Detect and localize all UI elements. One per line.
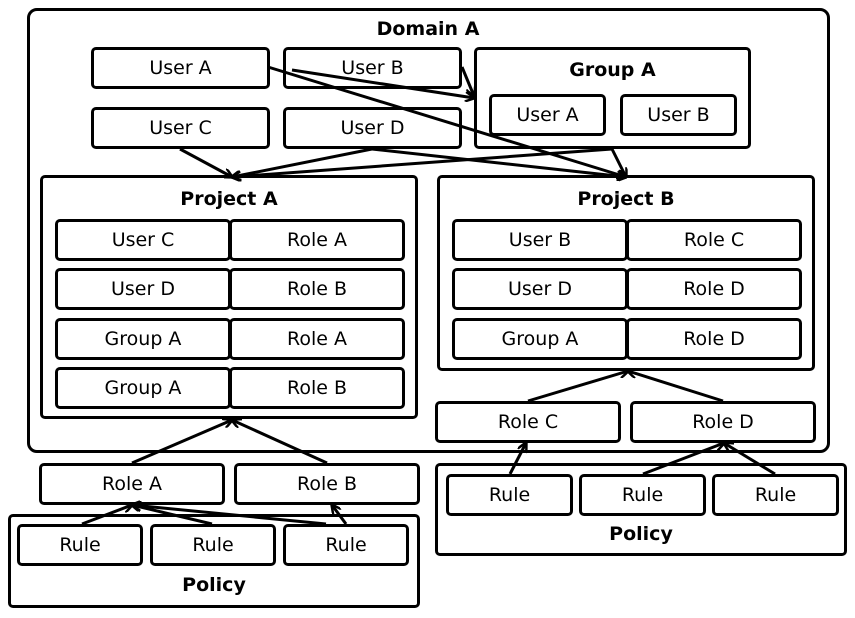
- project-b-title: Project B: [577, 188, 675, 210]
- project-a-subject: Group A: [55, 367, 231, 409]
- role-d-node: Role D: [630, 401, 816, 443]
- project-a-title: Project A: [180, 188, 278, 210]
- user-a-node: User A: [91, 47, 270, 89]
- project-a-subject: Group A: [55, 318, 231, 360]
- project-b-subject: Group A: [452, 318, 628, 360]
- project-a-subject: User D: [55, 268, 231, 310]
- role-b-node: Role B: [234, 463, 420, 505]
- policy-a-rule: Rule: [150, 524, 276, 566]
- project-a-role: Role A: [229, 219, 405, 261]
- project-b-role: Role D: [626, 268, 802, 310]
- group-a-member: User B: [620, 94, 737, 136]
- project-b-subject: User D: [452, 268, 628, 310]
- project-b-role: Role D: [626, 318, 802, 360]
- policy-b-rule: Rule: [446, 474, 573, 516]
- project-a-role: Role B: [229, 268, 405, 310]
- project-a-role: Role B: [229, 367, 405, 409]
- policy-b-rule: Rule: [579, 474, 706, 516]
- role-a-node: Role A: [39, 463, 225, 505]
- user-c-node: User C: [91, 107, 270, 149]
- policy-b-title: Policy: [609, 523, 673, 545]
- policy-a-rule: Rule: [283, 524, 409, 566]
- project-a-role: Role A: [229, 318, 405, 360]
- user-d-node: User D: [283, 107, 462, 149]
- policy-a-title: Policy: [182, 574, 246, 596]
- project-a-subject: User C: [55, 219, 231, 261]
- group-a-title: Group A: [569, 59, 656, 81]
- policy-b-rule: Rule: [712, 474, 839, 516]
- policy-a-rule: Rule: [17, 524, 143, 566]
- project-b-role: Role C: [626, 219, 802, 261]
- role-c-node: Role C: [435, 401, 621, 443]
- domain-a-title: Domain A: [376, 18, 480, 40]
- group-a-member: User A: [489, 94, 606, 136]
- project-b-subject: User B: [452, 219, 628, 261]
- user-b-node: User B: [283, 47, 462, 89]
